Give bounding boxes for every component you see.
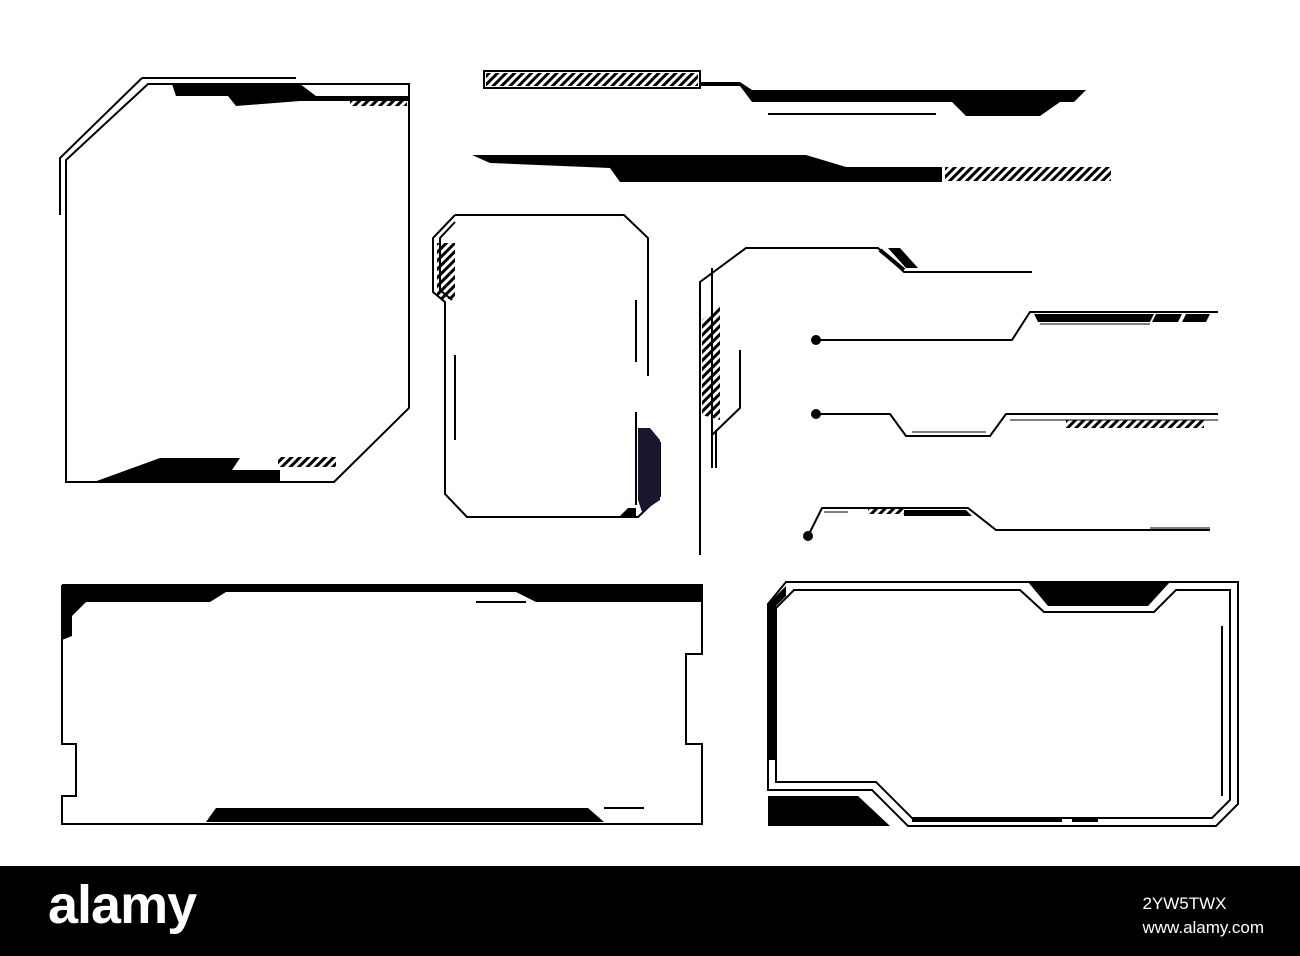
alamy-logo: alamy	[48, 875, 197, 935]
hud-bar-top-2	[472, 155, 1111, 182]
hud-connector-line-3	[803, 507, 1210, 541]
hud-frame-tall-left	[59, 77, 410, 483]
image-id: 2YW5TWX	[1142, 894, 1227, 913]
hud-frame-wide-left	[61, 584, 703, 825]
hud-connector-line-2	[811, 409, 1218, 437]
hud-corner-bracket-accents	[702, 248, 918, 420]
stock-footer-bar	[0, 866, 1300, 956]
hud-frame-wide-right	[767, 581, 1239, 827]
hud-elements-artwork	[59, 70, 1239, 827]
image-meta: 2YW5TWX www.alamy.com	[1142, 892, 1264, 940]
hud-frame-wide-right-accents	[768, 582, 1170, 826]
hud-frame-wide-left-accents	[62, 585, 702, 822]
site-url: www.alamy.com	[1142, 918, 1264, 937]
hud-bar-top-1	[483, 70, 1086, 116]
hud-frame-octagon-card-accents	[437, 243, 660, 516]
hud-frame-tall-left-accents	[94, 84, 408, 482]
hud-frame-octagon-card	[432, 214, 661, 518]
hud-connector-line-1	[811, 311, 1218, 345]
